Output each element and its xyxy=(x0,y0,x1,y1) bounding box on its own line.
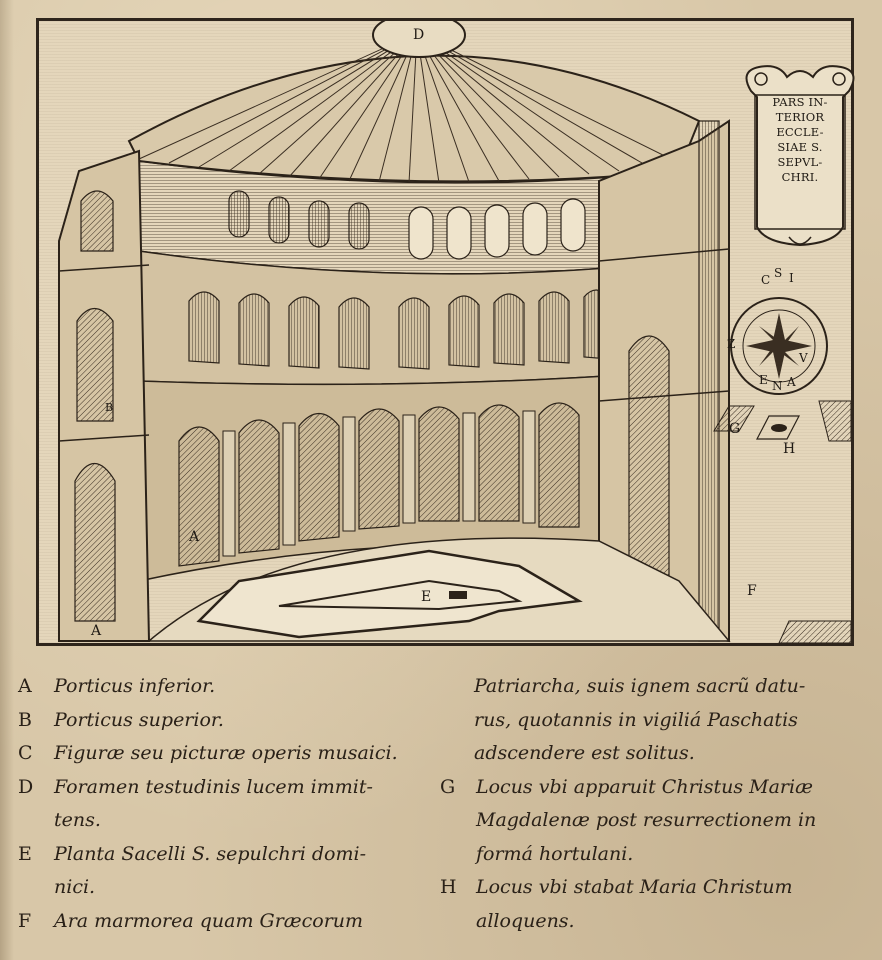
plate-letter-d: D xyxy=(413,27,425,43)
legend-text: Porticus inferior. xyxy=(54,675,216,697)
cartouche-line: CHRI. xyxy=(781,170,819,184)
legend: A Porticus inferior. B Porticus superior… xyxy=(0,670,882,950)
left-tower xyxy=(58,149,151,642)
legend-entry: A Porticus inferior. xyxy=(18,670,438,704)
legend-key: G xyxy=(440,775,456,798)
engraving-plate: PARS IN- TERIOR ECCLE- SIAE S. SEPVL- CH… xyxy=(36,18,855,646)
legend-continuation: Patriarcha, suis ignem sacrũ datu- xyxy=(474,675,806,697)
title-cartouche: PARS IN- TERIOR ECCLE- SIAE S. SEPVL- CH… xyxy=(739,61,861,247)
compass-letter: Z xyxy=(727,337,736,351)
compass-letter: S xyxy=(774,266,783,280)
legend-key: H xyxy=(440,876,457,898)
ground-markers xyxy=(713,400,851,643)
plate-letter-a: A xyxy=(91,623,102,639)
legend-entry: F Ara marmorea quam Græcorum xyxy=(18,905,438,939)
legend-entry: B Porticus superior. xyxy=(18,704,438,738)
legend-key: F xyxy=(18,909,32,932)
rotunda-engraving xyxy=(58,21,851,643)
legend-continuation: Magdalenæ post resurrectionem in xyxy=(476,809,817,831)
plate-letter-a: A xyxy=(189,529,200,545)
legend-key: A xyxy=(18,675,32,697)
legend-entry: D Foramen testudinis lucem immit- xyxy=(18,771,438,805)
compass-letter: I xyxy=(789,271,794,285)
legend-continuation: rus, quotannis in vigiliá Paschatis xyxy=(474,708,798,731)
legend-continuation: adscendere est solitus. xyxy=(474,742,695,764)
legend-entry: H Locus vbi stabat Maria Christum xyxy=(440,871,870,905)
legend-key: E xyxy=(18,842,32,865)
legend-text: Planta Sacelli S. sepulchri domi- xyxy=(54,842,367,865)
legend-left-column: A Porticus inferior. B Porticus superior… xyxy=(18,670,438,938)
legend-text: Locus vbi apparuit Christus Mariæ xyxy=(476,775,813,798)
compass-rose xyxy=(730,297,828,395)
compass-letter: E xyxy=(759,373,768,387)
upper-gallery xyxy=(138,160,680,275)
legend-key: B xyxy=(18,708,32,731)
plate-letter-g: G xyxy=(729,421,741,437)
legend-continuation: alloquens. xyxy=(476,909,575,932)
legend-entry: C Figuræ seu picturæ operis musaici. xyxy=(18,737,438,771)
legend-text: Ara marmorea quam Græcorum xyxy=(54,909,364,932)
cartouche-line: SEPVL- xyxy=(777,155,823,169)
plate-letter-h: H xyxy=(783,441,796,457)
legend-continuation: formá hortulani. xyxy=(476,842,634,865)
cartouche-line: SIAE S. xyxy=(777,140,823,154)
legend-entry: G Locus vbi apparuit Christus Mariæ xyxy=(440,771,870,805)
legend-right-column: Patriarcha, suis ignem sacrũ datu- rus, … xyxy=(440,670,870,938)
compass-letter: V xyxy=(799,351,808,365)
legend-text: Foramen testudinis lucem immit- xyxy=(54,775,373,798)
legend-text: Locus vbi stabat Maria Christum xyxy=(476,876,793,898)
plate-letter-f: F xyxy=(747,583,757,599)
plate-letter-b: B xyxy=(105,401,114,414)
legend-entry: E Planta Sacelli S. sepulchri domi- xyxy=(18,838,438,872)
compass-letter: C xyxy=(761,273,771,287)
legend-key: D xyxy=(18,775,34,798)
legend-text: Figuræ seu picturæ operis musaici. xyxy=(54,742,398,764)
legend-continuation: tens. xyxy=(54,809,101,831)
dome xyxy=(127,21,701,184)
floor-plan xyxy=(146,537,731,642)
legend-key: C xyxy=(18,742,33,764)
cartouche-frame xyxy=(745,65,855,247)
cartouche-line: TERIOR xyxy=(775,110,825,124)
lower-portico xyxy=(138,370,680,582)
cartouche-line: PARS IN- xyxy=(772,95,828,109)
cartouche-line: ECCLE- xyxy=(776,125,824,139)
plate-letter-e: E xyxy=(421,589,432,605)
legend-text: Porticus superior. xyxy=(54,708,224,731)
compass-letter: N xyxy=(772,379,783,393)
legend-continuation: nici. xyxy=(54,876,96,898)
compass-letter: A xyxy=(787,375,796,389)
right-tower xyxy=(598,119,730,643)
